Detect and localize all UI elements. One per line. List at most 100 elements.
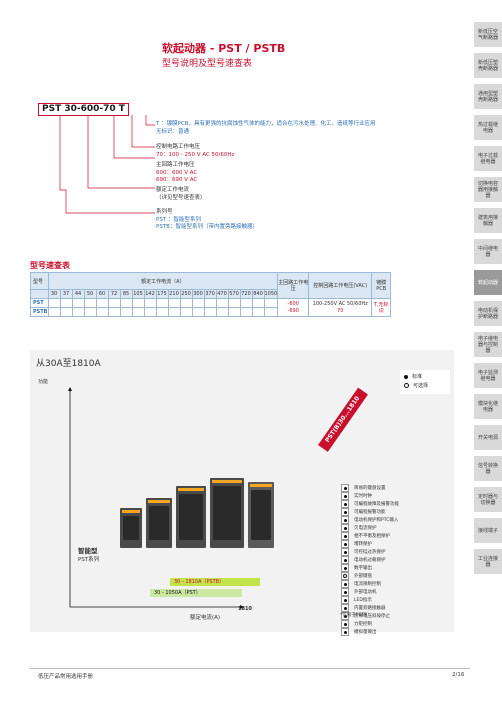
- series-pstb: PSTB：智能型系列（带内置旁路接触器）: [156, 224, 258, 230]
- cell-pstb-840: [251, 307, 265, 317]
- main-voltage-690-cell: -690: [287, 307, 299, 314]
- feature-label: 电动机保护和PTC输入: [354, 518, 399, 523]
- feature-item: 相不平衡及相保护: [341, 532, 390, 540]
- optional-dot-icon: [341, 572, 349, 580]
- sidebar-tab-5[interactable]: 切换电容器用接触器: [474, 177, 502, 202]
- feature-label: 相不平衡及相保护: [354, 534, 390, 539]
- feature-label: 实时时钟: [354, 494, 372, 499]
- t-none-desc: 无标识：普通: [156, 129, 190, 135]
- cell-pst-175: [155, 298, 169, 308]
- feature-label: 数字输出: [354, 566, 372, 571]
- standard-dot-icon: [341, 500, 349, 508]
- cell-pst-840: [251, 298, 265, 308]
- pcb-cell: T,无标识: [371, 298, 392, 317]
- sidebar-tab-16[interactable]: 接线端子: [474, 518, 502, 543]
- sidebar-tab-3[interactable]: 热过载继电器: [474, 115, 502, 140]
- sidebar-tab-4[interactable]: 电子过载继电器: [474, 146, 502, 171]
- feature-item: 外部键盘: [341, 572, 372, 580]
- smart-type-label: 智能型: [78, 547, 98, 555]
- cell-pstb-105: [131, 307, 145, 317]
- sidebar-tab-17[interactable]: 工业连接器: [474, 549, 502, 574]
- cell-pstb-570: [227, 307, 241, 317]
- sidebar-tab-9[interactable]: 电动机保护断路器: [474, 301, 502, 326]
- standard-dot-icon: [341, 492, 349, 500]
- cell-pst-570: [227, 298, 241, 308]
- cell-pstb-250: [179, 307, 193, 317]
- feature-item: 数字输出: [341, 564, 372, 572]
- current-header-720: 720: [239, 289, 253, 299]
- feature-label: 内置旁路接触器: [354, 606, 386, 611]
- col-main-voltage-header: 主回路工作电压: [277, 272, 310, 299]
- cell-pst-30: [47, 298, 61, 308]
- sidebar-tab-12[interactable]: 模块化继电器: [474, 394, 502, 419]
- standard-dot-icon: [341, 556, 349, 564]
- standard-dot-icon: [341, 548, 349, 556]
- sidebar-tab-7[interactable]: 中间继电器: [474, 239, 502, 264]
- cell-pst-250: [179, 298, 193, 308]
- feature-label: 电动机过载保护: [354, 558, 386, 563]
- current-header-60: 60: [95, 289, 109, 299]
- starter-image-1: [120, 508, 142, 548]
- model-pstb: PSTB: [30, 307, 49, 317]
- sidebar-tab-10[interactable]: 电子继电器与控制器: [474, 332, 502, 357]
- sidebar-tab-2[interactable]: 通用型塑壳断路器: [474, 84, 502, 109]
- cell-pst-60: [95, 298, 109, 308]
- sidebar-tab-15[interactable]: 定时器与切换器: [474, 487, 502, 512]
- cell-pstb-142: [143, 307, 157, 317]
- model-pst: PST: [30, 298, 49, 308]
- starter-image-5: [248, 482, 274, 548]
- ctrl-voltage-title: 控制电路工作电压: [156, 144, 201, 150]
- x-axis-label: 额定电流(A): [190, 615, 221, 621]
- feature-label: 外部电动机: [354, 590, 377, 595]
- current-header-175: 175: [155, 289, 169, 299]
- current-header-210: 210: [167, 289, 181, 299]
- cell-pst-50: [83, 298, 97, 308]
- cell-pst-72: [107, 298, 121, 308]
- rated-current-title: 额定工作电流: [156, 187, 190, 193]
- page-title: 软起动器 - PST / PSTB: [162, 42, 286, 55]
- current-header-142: 142: [143, 289, 157, 299]
- standard-dot-icon: [341, 484, 349, 492]
- sidebar-tab-6[interactable]: 建筑用接触器: [474, 208, 502, 233]
- standard-dot-icon: [341, 604, 349, 612]
- starter-image-4: [210, 478, 244, 548]
- standard-dot-icon: [341, 588, 349, 596]
- type-code-box: PST 30-600-70 T: [38, 103, 129, 116]
- page-number: 2/16: [452, 672, 465, 678]
- standard-dot-icon: [341, 580, 349, 588]
- main-voltage-600: 600：600 V AC: [156, 170, 198, 176]
- x-axis-value: 1810: [238, 606, 252, 612]
- feature-item: 简易的键盘设置: [341, 484, 386, 492]
- current-header-370: 370: [203, 289, 217, 299]
- feature-label: 阶梯电压斜坡停止: [354, 614, 390, 619]
- cell-pst-85: [119, 298, 133, 308]
- sidebar-tab-11[interactable]: 电子监测继电器: [474, 363, 502, 388]
- sidebar-tab-0[interactable]: 新低压空气断路器: [474, 22, 502, 47]
- feature-label: 电流限制控制: [354, 582, 381, 587]
- cell-pstb-720: [239, 307, 253, 317]
- main-voltage-600-cell: -600: [287, 300, 299, 307]
- legend-optional: 可选择: [413, 383, 429, 389]
- sidebar-tab-1[interactable]: 新低压塑壳断路器: [474, 53, 502, 78]
- cell-pst-142: [143, 298, 157, 308]
- cell-pst-37: [59, 298, 73, 308]
- panel-title: 从30A至1810A: [36, 359, 101, 369]
- cell-pstb-85: [119, 307, 133, 317]
- sidebar-tab-8[interactable]: 软起动器: [474, 270, 502, 295]
- current-header-470: 470: [215, 289, 229, 299]
- smart-series-label: PST系列: [78, 557, 100, 563]
- sidebar-tab-13[interactable]: 开关电源: [474, 425, 502, 450]
- pstb-range-band: 30 - 1810A（PSTB）: [170, 578, 260, 586]
- ctrl-voltage-range: 100-250V AC 50/60Hz: [312, 300, 368, 307]
- feature-item: 电动机过载保护: [341, 556, 386, 564]
- cell-pstb-470: [215, 307, 229, 317]
- feature-item: 模拟量输出: [341, 628, 377, 636]
- feature-item: 内置旁路接触器: [341, 604, 386, 612]
- sidebar-tab-14[interactable]: 信号转换器: [474, 456, 502, 481]
- legend-standard: 标准: [412, 374, 423, 380]
- y-axis-label: 功能: [38, 379, 49, 385]
- ctrl-voltage-value: 70：100 - 250 V AC 50/60Hz: [156, 152, 235, 158]
- legend-box: 标准 可选择: [400, 370, 450, 394]
